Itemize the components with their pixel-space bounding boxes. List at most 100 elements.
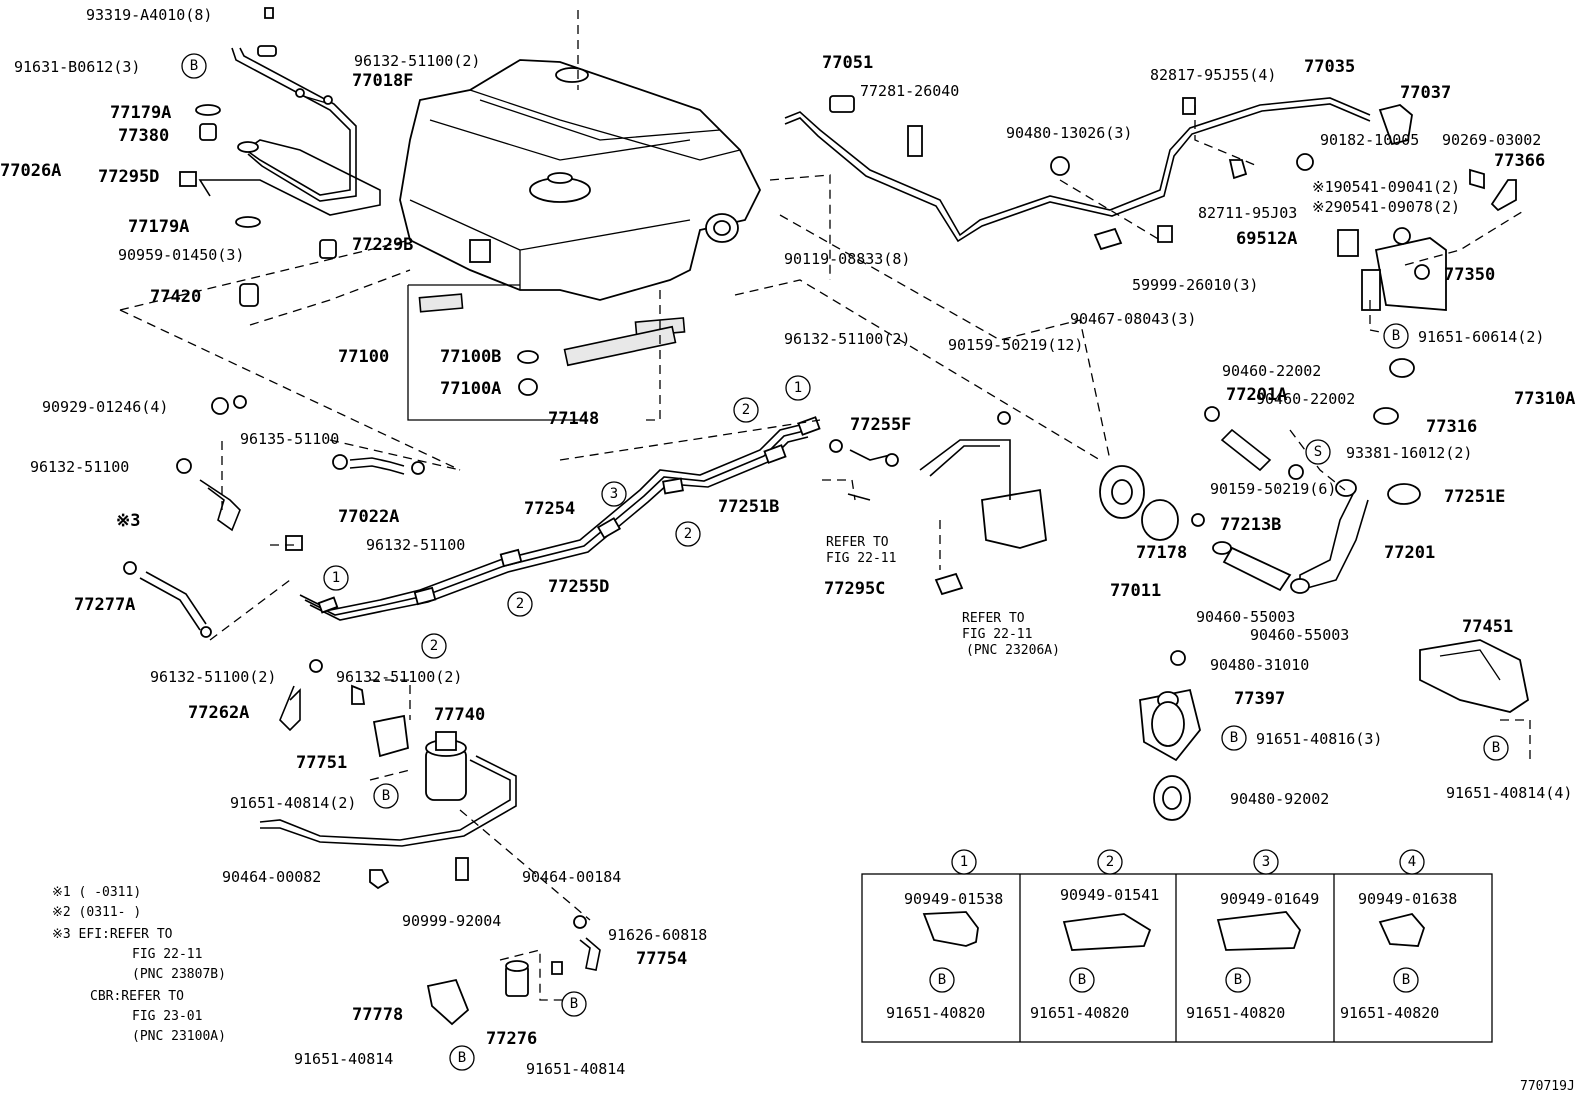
fuel-lines (299, 416, 821, 621)
fuel-pump-assembly (829, 411, 1047, 596)
table-marker-two-text: 2 (1106, 854, 1114, 870)
table-marker-b-text: B (1078, 972, 1086, 988)
part-label: 90182-10005 (1320, 131, 1419, 149)
part-label: 77366 (1494, 151, 1545, 171)
part-label: 90480-92002 (1230, 790, 1329, 808)
part-label: 91631-B0612(3) (14, 58, 140, 76)
part-label: 90464-00082 (222, 868, 321, 886)
part-label: 90460-55003 (1250, 626, 1349, 644)
marker-b-text: B (1230, 730, 1238, 746)
part-label: 91651-40816(3) (1256, 730, 1382, 748)
evap-pipe (784, 95, 1413, 251)
part-label: 77316 (1426, 417, 1477, 437)
marker-b-text: B (458, 1050, 466, 1066)
table-marker-one-text: 1 (960, 854, 968, 870)
marker-two: 2 (733, 397, 759, 423)
part-label: 90460-22002 (1256, 390, 1355, 408)
vent-tubes (179, 7, 381, 307)
part-label: 77380 (118, 126, 169, 146)
part-label: 77229B (352, 235, 413, 255)
marker-s-text: S (1314, 444, 1322, 460)
part-label: 77035 (1304, 57, 1355, 77)
part-label: 77201A (1226, 385, 1287, 405)
part-label: 69512A (1236, 229, 1297, 249)
marker-b: B (1221, 725, 1247, 751)
part-label: 93381-16012(2) (1346, 444, 1472, 462)
part-label: 77251E (1444, 487, 1505, 507)
part-label: 77254 (524, 499, 575, 519)
footnote-line: ※3 EFI:REFER TO (52, 927, 173, 942)
part-label: 96132-51100(2) (150, 668, 276, 686)
marker-two-text: 2 (684, 526, 692, 542)
part-labels: 93319-A4010(8) 91631-B0612(3) 96132-5110… (0, 6, 1575, 1078)
part-label: 91651-40814(2) (230, 794, 356, 812)
charcoal-canister (259, 684, 601, 1026)
marker-b-text: B (570, 996, 578, 1012)
part-label: 77276 (486, 1029, 537, 1049)
part-label: 96132-51100(2) (354, 52, 480, 70)
part-label: 90460-22002 (1222, 362, 1321, 380)
part-label: 77051 (822, 53, 873, 73)
filler-neck (1204, 358, 1421, 592)
part-label: 77018F (352, 71, 413, 91)
clamp-part-number: 90949-01541 (1060, 886, 1159, 904)
table-marker-b: B (1393, 967, 1419, 993)
footnote-line: CBR:REFER TO (90, 989, 184, 1004)
marker-b-text: B (190, 58, 198, 74)
part-label: 90480-13026(3) (1006, 124, 1132, 142)
part-label: 82817-95J55(4) (1150, 66, 1276, 84)
marker-one-text: 1 (332, 570, 340, 586)
part-label: 77022A (338, 507, 399, 527)
diagram-id: 770719J (1520, 1079, 1575, 1094)
table-marker-b: B (1069, 967, 1095, 993)
table-marker-three-text: 3 (1262, 854, 1270, 870)
part-label: 77255F (850, 415, 911, 435)
footnote-line: FIG 23-01 (132, 1009, 202, 1024)
part-label: 91651-40814(4) (1446, 784, 1572, 802)
part-label: 90464-00184 (522, 868, 621, 886)
part-label: 77295C (824, 579, 885, 599)
marker-two: 2 (507, 591, 533, 617)
clamp-part-number: 90949-01649 (1220, 890, 1319, 908)
part-label: 90269-03002 (1442, 131, 1541, 149)
part-label: 91651-40814 (294, 1050, 393, 1068)
clamp-table: 90949-01538 91651-40820 90949-01541 9165… (886, 886, 1457, 1022)
part-label: 93319-A4010(8) (86, 6, 212, 24)
part-label: 90467-08043(3) (1070, 310, 1196, 328)
footnotes: ※1 ( -0311) ※2 (0311- ) ※3 EFI:REFER TO … (52, 885, 226, 1044)
table-marker-two: 2 (1097, 849, 1123, 875)
part-label: 91626-60818 (608, 926, 707, 944)
part-label: 77201 (1384, 543, 1435, 563)
part-label: 96132-51100(2) (336, 668, 462, 686)
part-label: 77350 (1444, 265, 1495, 285)
clamp-bolt-number: 91651-40820 (1340, 1004, 1439, 1022)
table-marker-b-text: B (1402, 972, 1410, 988)
part-label: ※290541-09078(2) (1312, 198, 1460, 216)
part-label: 90159-50219(12) (948, 336, 1083, 354)
part-label: 90959-01450(3) (118, 246, 244, 264)
marker-b: B (373, 783, 399, 809)
callout-markers: B B S B B B B B 1 1 2 2 2 2 3 1 2 3 4 B … (181, 53, 1509, 1071)
part-label: 90480-31010 (1210, 656, 1309, 674)
marker-two: 2 (675, 521, 701, 547)
heat-shields (1139, 639, 1530, 821)
part-label: 77100 (338, 347, 389, 367)
part-label: 96132-51100 (366, 536, 465, 554)
table-marker-four-text: 4 (1408, 854, 1416, 870)
part-label: 90929-01246(4) (42, 398, 168, 416)
part-label: 96135-51100 (240, 430, 339, 448)
table-marker-four: 4 (1399, 849, 1425, 875)
leader-dashes (119, 10, 1531, 1001)
part-label: 90119-08833(8) (784, 250, 910, 268)
part-label: 77026A (0, 161, 61, 181)
clamp-part-number: 90949-01538 (904, 890, 1003, 908)
part-label: 77178 (1136, 543, 1187, 563)
part-label: 77281-26040 (860, 82, 959, 100)
refer-note-line: FIG 22-11 (962, 627, 1032, 642)
part-label: 77310A (1514, 389, 1575, 409)
footnote-line: ※1 ( -0311) (52, 885, 141, 900)
part-label: 77262A (188, 703, 249, 723)
sender-gauge (1099, 465, 1310, 594)
refer-note-line: REFER TO (962, 611, 1025, 626)
